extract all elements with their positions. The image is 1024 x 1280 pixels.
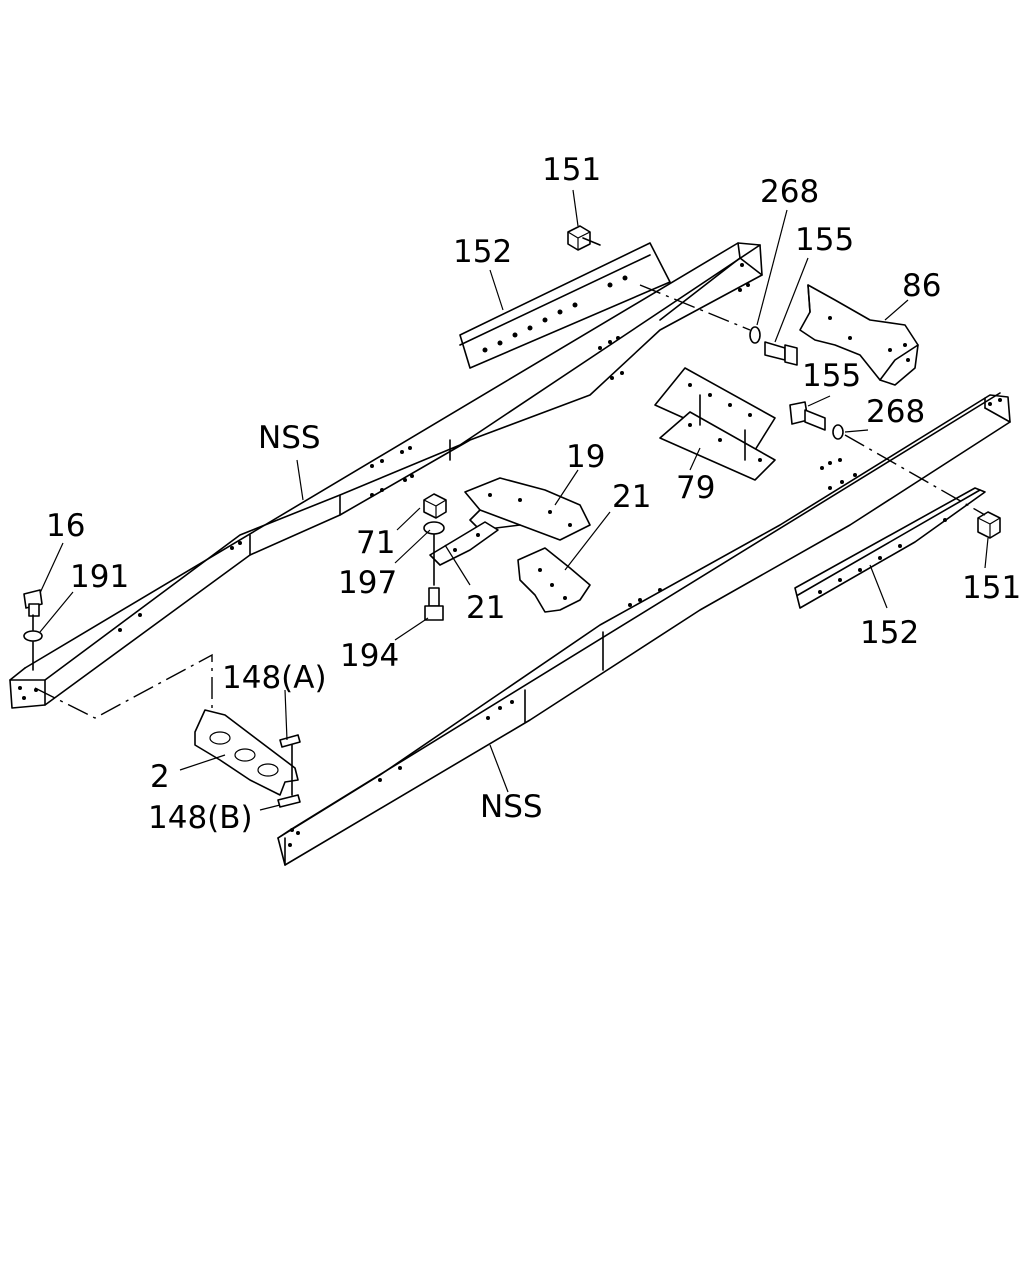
bolt-194 (424, 587, 444, 621)
nut-151-top (567, 225, 591, 251)
assembly-lines (32, 237, 986, 796)
pin-148b (277, 794, 301, 808)
label-194: 194 (340, 638, 399, 674)
label-152-top: 152 (453, 234, 512, 270)
cross-member-79 (654, 367, 776, 481)
label-21-upper: 21 (612, 479, 651, 515)
label-191: 191 (70, 559, 129, 595)
label-268-top: 268 (760, 174, 819, 210)
label-148b: 148(B) (148, 800, 253, 836)
label-71: 71 (356, 525, 395, 561)
bolt-155-top (764, 341, 798, 366)
label-2: 2 (150, 759, 170, 795)
label-151-top: 151 (542, 152, 601, 188)
upper-side-rail (9, 242, 763, 709)
bracket-21-upper (517, 547, 591, 613)
nut-151-right (977, 511, 1001, 539)
label-148a: 148(A) (222, 660, 327, 696)
washer-191 (23, 630, 43, 642)
bolt-155-mid (789, 401, 826, 431)
label-152-right: 152 (860, 615, 919, 651)
label-151-right: 151 (962, 570, 1021, 606)
label-16: 16 (46, 508, 85, 544)
nut-71 (423, 493, 447, 519)
label-155-top: 155 (795, 222, 854, 258)
label-155-mid: 155 (802, 358, 861, 394)
label-19: 19 (566, 439, 605, 475)
label-79: 79 (676, 470, 715, 506)
washer-268-mid (832, 424, 844, 440)
part-number-labels: 151 268 155 152 86 155 268 19 21 79 NSS … (46, 152, 1021, 836)
bolt-16 (23, 589, 43, 617)
label-nss-lower: NSS (480, 789, 543, 825)
label-86: 86 (902, 268, 941, 304)
bracket-21-lower (429, 521, 499, 566)
cross-member-2 (194, 709, 299, 796)
label-268-mid: 268 (866, 394, 925, 430)
label-197: 197 (338, 565, 397, 601)
cross-member-19 (464, 477, 591, 541)
reinforcement-152-right (794, 487, 986, 609)
leader-lines (39, 189, 989, 811)
label-21-lower: 21 (466, 590, 505, 626)
reinforcement-152-upper (459, 242, 671, 369)
pin-148a (279, 734, 301, 748)
lower-side-rail (277, 392, 1011, 866)
washer-268-top (749, 326, 761, 344)
label-nss-upper: NSS (258, 420, 321, 456)
cross-member-86 (799, 284, 919, 386)
